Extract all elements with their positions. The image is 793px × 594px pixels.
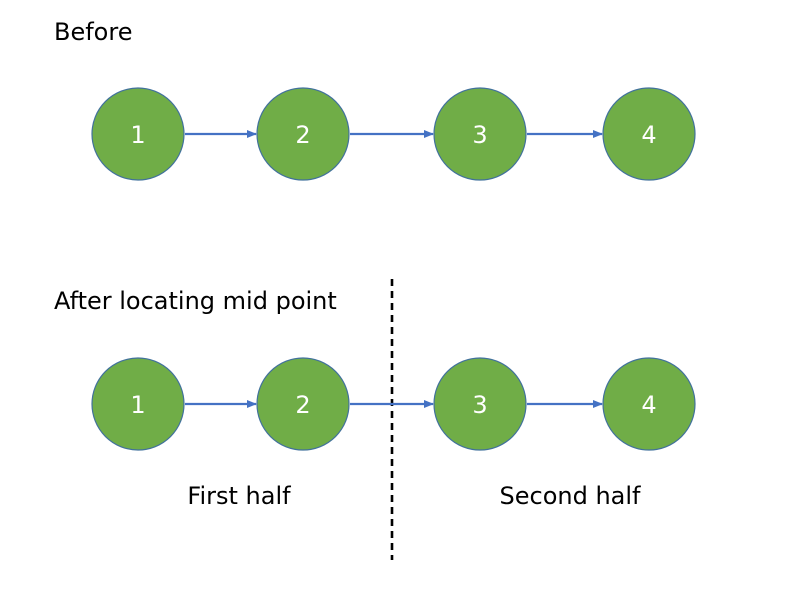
- second-half-label: Second half: [500, 482, 642, 510]
- after-heading: After locating mid point: [54, 287, 337, 315]
- before-node-4: 4: [602, 87, 696, 181]
- after-node-4: 4: [602, 357, 696, 451]
- before-node-3-label: 3: [472, 121, 487, 149]
- before-heading: Before: [54, 18, 132, 46]
- before-node-1: 1: [91, 87, 185, 181]
- first-half-label: First half: [187, 482, 291, 510]
- after-row: 1 2 3 4: [91, 357, 696, 451]
- before-node-2-label: 2: [295, 121, 310, 149]
- after-node-2-label: 2: [295, 391, 310, 419]
- before-row: 1 2 3 4: [91, 87, 696, 181]
- after-node-2: 2: [256, 357, 350, 451]
- after-node-1: 1: [91, 357, 185, 451]
- before-node-3: 3: [433, 87, 527, 181]
- after-node-3: 3: [433, 357, 527, 451]
- after-node-1-label: 1: [130, 391, 145, 419]
- before-node-1-label: 1: [130, 121, 145, 149]
- after-node-4-label: 4: [641, 391, 656, 419]
- before-node-4-label: 4: [641, 121, 656, 149]
- before-node-2: 2: [256, 87, 350, 181]
- after-node-3-label: 3: [472, 391, 487, 419]
